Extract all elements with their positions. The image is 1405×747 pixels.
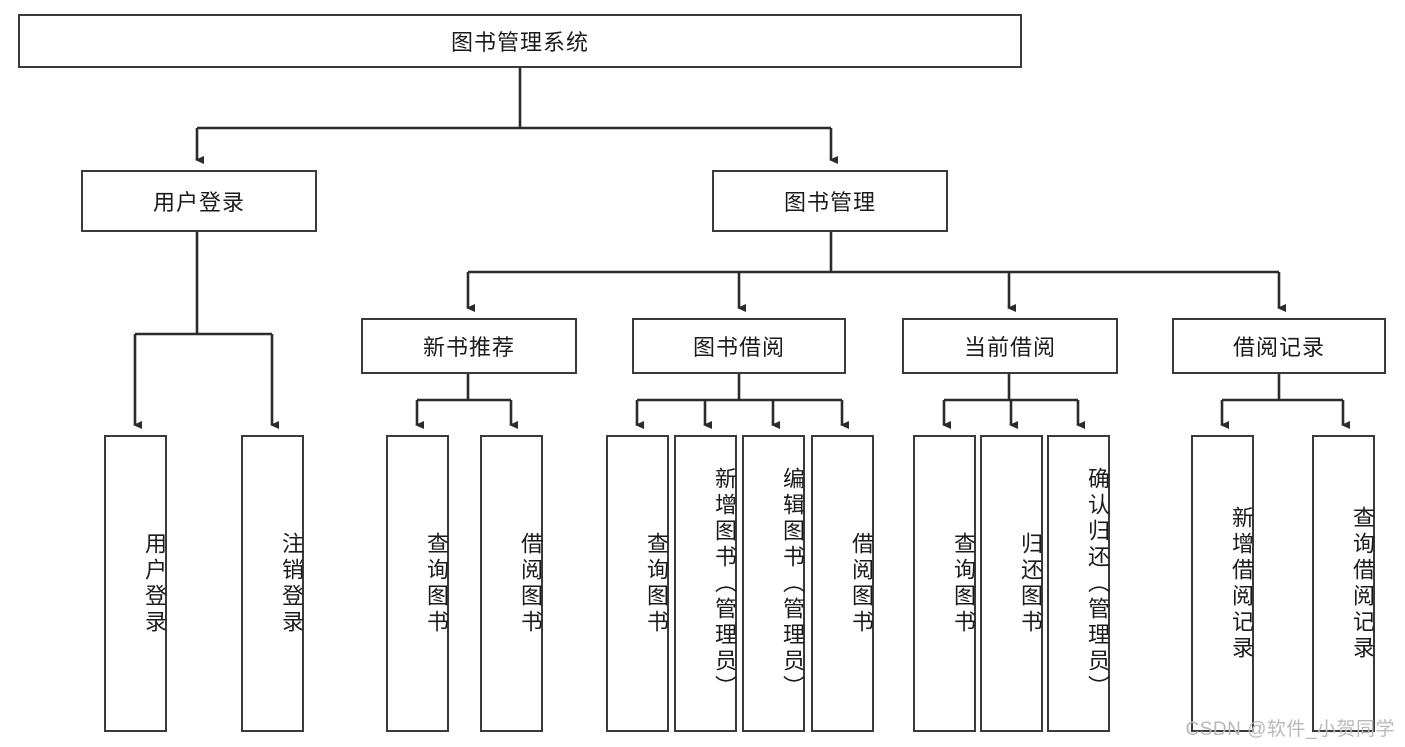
- node-label: 图书管理: [783, 190, 876, 215]
- node-leaf-query-book-2[interactable]: 查询图书: [606, 435, 669, 732]
- node-leaf-user-login[interactable]: 用户登录: [104, 435, 167, 732]
- node-leaf-borrow-book-2[interactable]: 借阅图书: [811, 435, 874, 732]
- node-borrow-record[interactable]: 借阅记录: [1172, 318, 1386, 374]
- node-book-borrow[interactable]: 图书借阅: [632, 318, 846, 374]
- node-label: 当前借阅: [963, 335, 1056, 360]
- node-label: 图书借阅: [692, 335, 785, 360]
- node-current-borrow[interactable]: 当前借阅: [902, 318, 1118, 374]
- node-leaf-query-record[interactable]: 查询借阅记录: [1312, 435, 1375, 732]
- node-leaf-borrow-book-1[interactable]: 借阅图书: [480, 435, 543, 732]
- node-leaf-add-book[interactable]: 新增图书（管理员）: [674, 435, 737, 732]
- node-new-book-recommend[interactable]: 新书推荐: [361, 318, 577, 374]
- node-leaf-edit-book[interactable]: 编辑图书（管理员）: [742, 435, 805, 732]
- node-label: 查询图书: [644, 531, 669, 636]
- watermark-text: CSDN @软件_小贺同学: [1185, 719, 1395, 740]
- node-leaf-add-record[interactable]: 新增借阅记录: [1191, 435, 1254, 732]
- node-label: 借阅图书: [849, 531, 874, 636]
- node-label: 新书推荐: [422, 335, 515, 360]
- node-label: 用户登录: [142, 531, 167, 636]
- node-label: 编辑图书（管理员）: [780, 466, 805, 701]
- node-label: 用户登录: [152, 190, 245, 215]
- node-label: 借阅记录: [1232, 335, 1325, 360]
- node-label: 确认归还（管理员）: [1085, 466, 1110, 701]
- node-label: 借阅图书: [518, 531, 543, 636]
- node-label: 归还图书: [1018, 531, 1043, 636]
- node-book-manage[interactable]: 图书管理: [712, 170, 948, 232]
- node-leaf-query-book-3[interactable]: 查询图书: [913, 435, 976, 732]
- node-label: 新增借阅记录: [1229, 505, 1254, 662]
- node-leaf-user-logout[interactable]: 注销登录: [241, 435, 304, 732]
- node-label: 新增图书（管理员）: [712, 466, 737, 701]
- node-leaf-query-book-1[interactable]: 查询图书: [386, 435, 449, 732]
- node-label: 查询借阅记录: [1350, 505, 1375, 662]
- node-label: 查询图书: [424, 531, 449, 636]
- node-label: 注销登录: [279, 531, 304, 636]
- node-leaf-return-book[interactable]: 归还图书: [980, 435, 1043, 732]
- node-label: 查询图书: [951, 531, 976, 636]
- node-root-system[interactable]: 图书管理系统: [18, 14, 1022, 68]
- node-label: 图书管理系统: [450, 30, 589, 55]
- node-leaf-confirm-return[interactable]: 确认归还（管理员）: [1047, 435, 1110, 732]
- node-user-login[interactable]: 用户登录: [81, 170, 317, 232]
